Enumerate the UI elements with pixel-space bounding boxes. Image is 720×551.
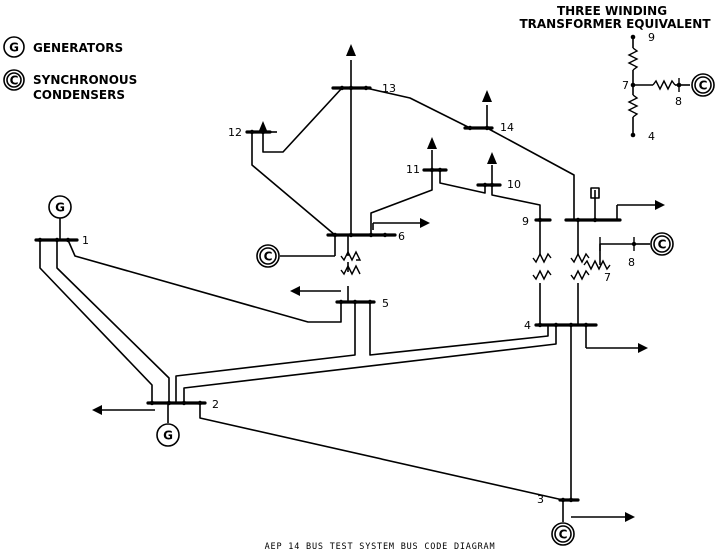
generator-legend-symbol [3,36,25,58]
generator-bus-2: G [156,423,180,447]
legend: G GENERATORS C SYNCHRONOUS CONDENSERS [3,36,137,102]
bus-9-label: 9 [522,215,529,228]
condenser-legend-label-line1: SYNCHRONOUS [33,73,137,87]
inset-bus-4-label: 4 [648,130,655,143]
generator-legend-letter: G [9,41,19,55]
inset-bus-8-label: 8 [675,95,682,108]
generator-bus-1: G [48,195,72,219]
transformer-windings [340,250,611,281]
load-arrows [92,44,665,522]
condenser-legend-symbol [3,69,25,91]
inset-condenser-symbol [691,73,715,97]
bus-12-label: 12 [228,126,242,139]
bus-3-label: 3 [537,493,544,506]
bus-13-label: 13 [382,82,396,95]
condenser-bus-3: C [551,522,575,546]
transformer-inset: THREE WINDING TRANSFORMER EQUIVALENT C 9… [519,4,715,143]
bus-8-label: 8 [628,256,635,269]
svg-text:C: C [264,250,273,264]
svg-text:G: G [163,429,173,443]
bus-bars [34,86,635,502]
generator-legend-label: GENERATORS [33,41,123,55]
bus-7-label: 7 [604,271,611,284]
svg-text:G: G [55,201,65,215]
condenser-bus-8: C [650,232,674,256]
inset-bus-9-label: 9 [648,31,655,44]
condenser-legend-label-line2: CONDENSERS [33,88,125,102]
bus-labels: 1 2 3 4 5 6 7 8 9 10 11 12 13 14 [82,82,635,506]
inset-title-line2: TRANSFORMER EQUIVALENT [519,17,711,31]
bus-6-label: 6 [398,230,405,243]
condenser-bus-6: C [256,244,280,268]
bus-11-label: 11 [406,163,420,176]
svg-text:C: C [559,528,568,542]
bus-1-label: 1 [82,234,89,247]
junction-dots [37,85,637,503]
bus-14-label: 14 [500,121,514,134]
condenser-legend-letter: C [10,74,19,88]
svg-text:C: C [699,79,708,93]
inset-title-line1: THREE WINDING [557,4,667,18]
svg-text:C: C [658,238,667,252]
bus-4-label: 4 [524,319,531,332]
bus-2-label: 2 [212,398,219,411]
bus-10-label: 10 [507,178,521,191]
transmission-lines [39,60,650,522]
diagram-caption: AEP 14 BUS TEST SYSTEM BUS CODE DIAGRAM [265,542,496,551]
bus-5-label: 5 [382,297,389,310]
inset-bus-7-label: 7 [622,79,629,92]
